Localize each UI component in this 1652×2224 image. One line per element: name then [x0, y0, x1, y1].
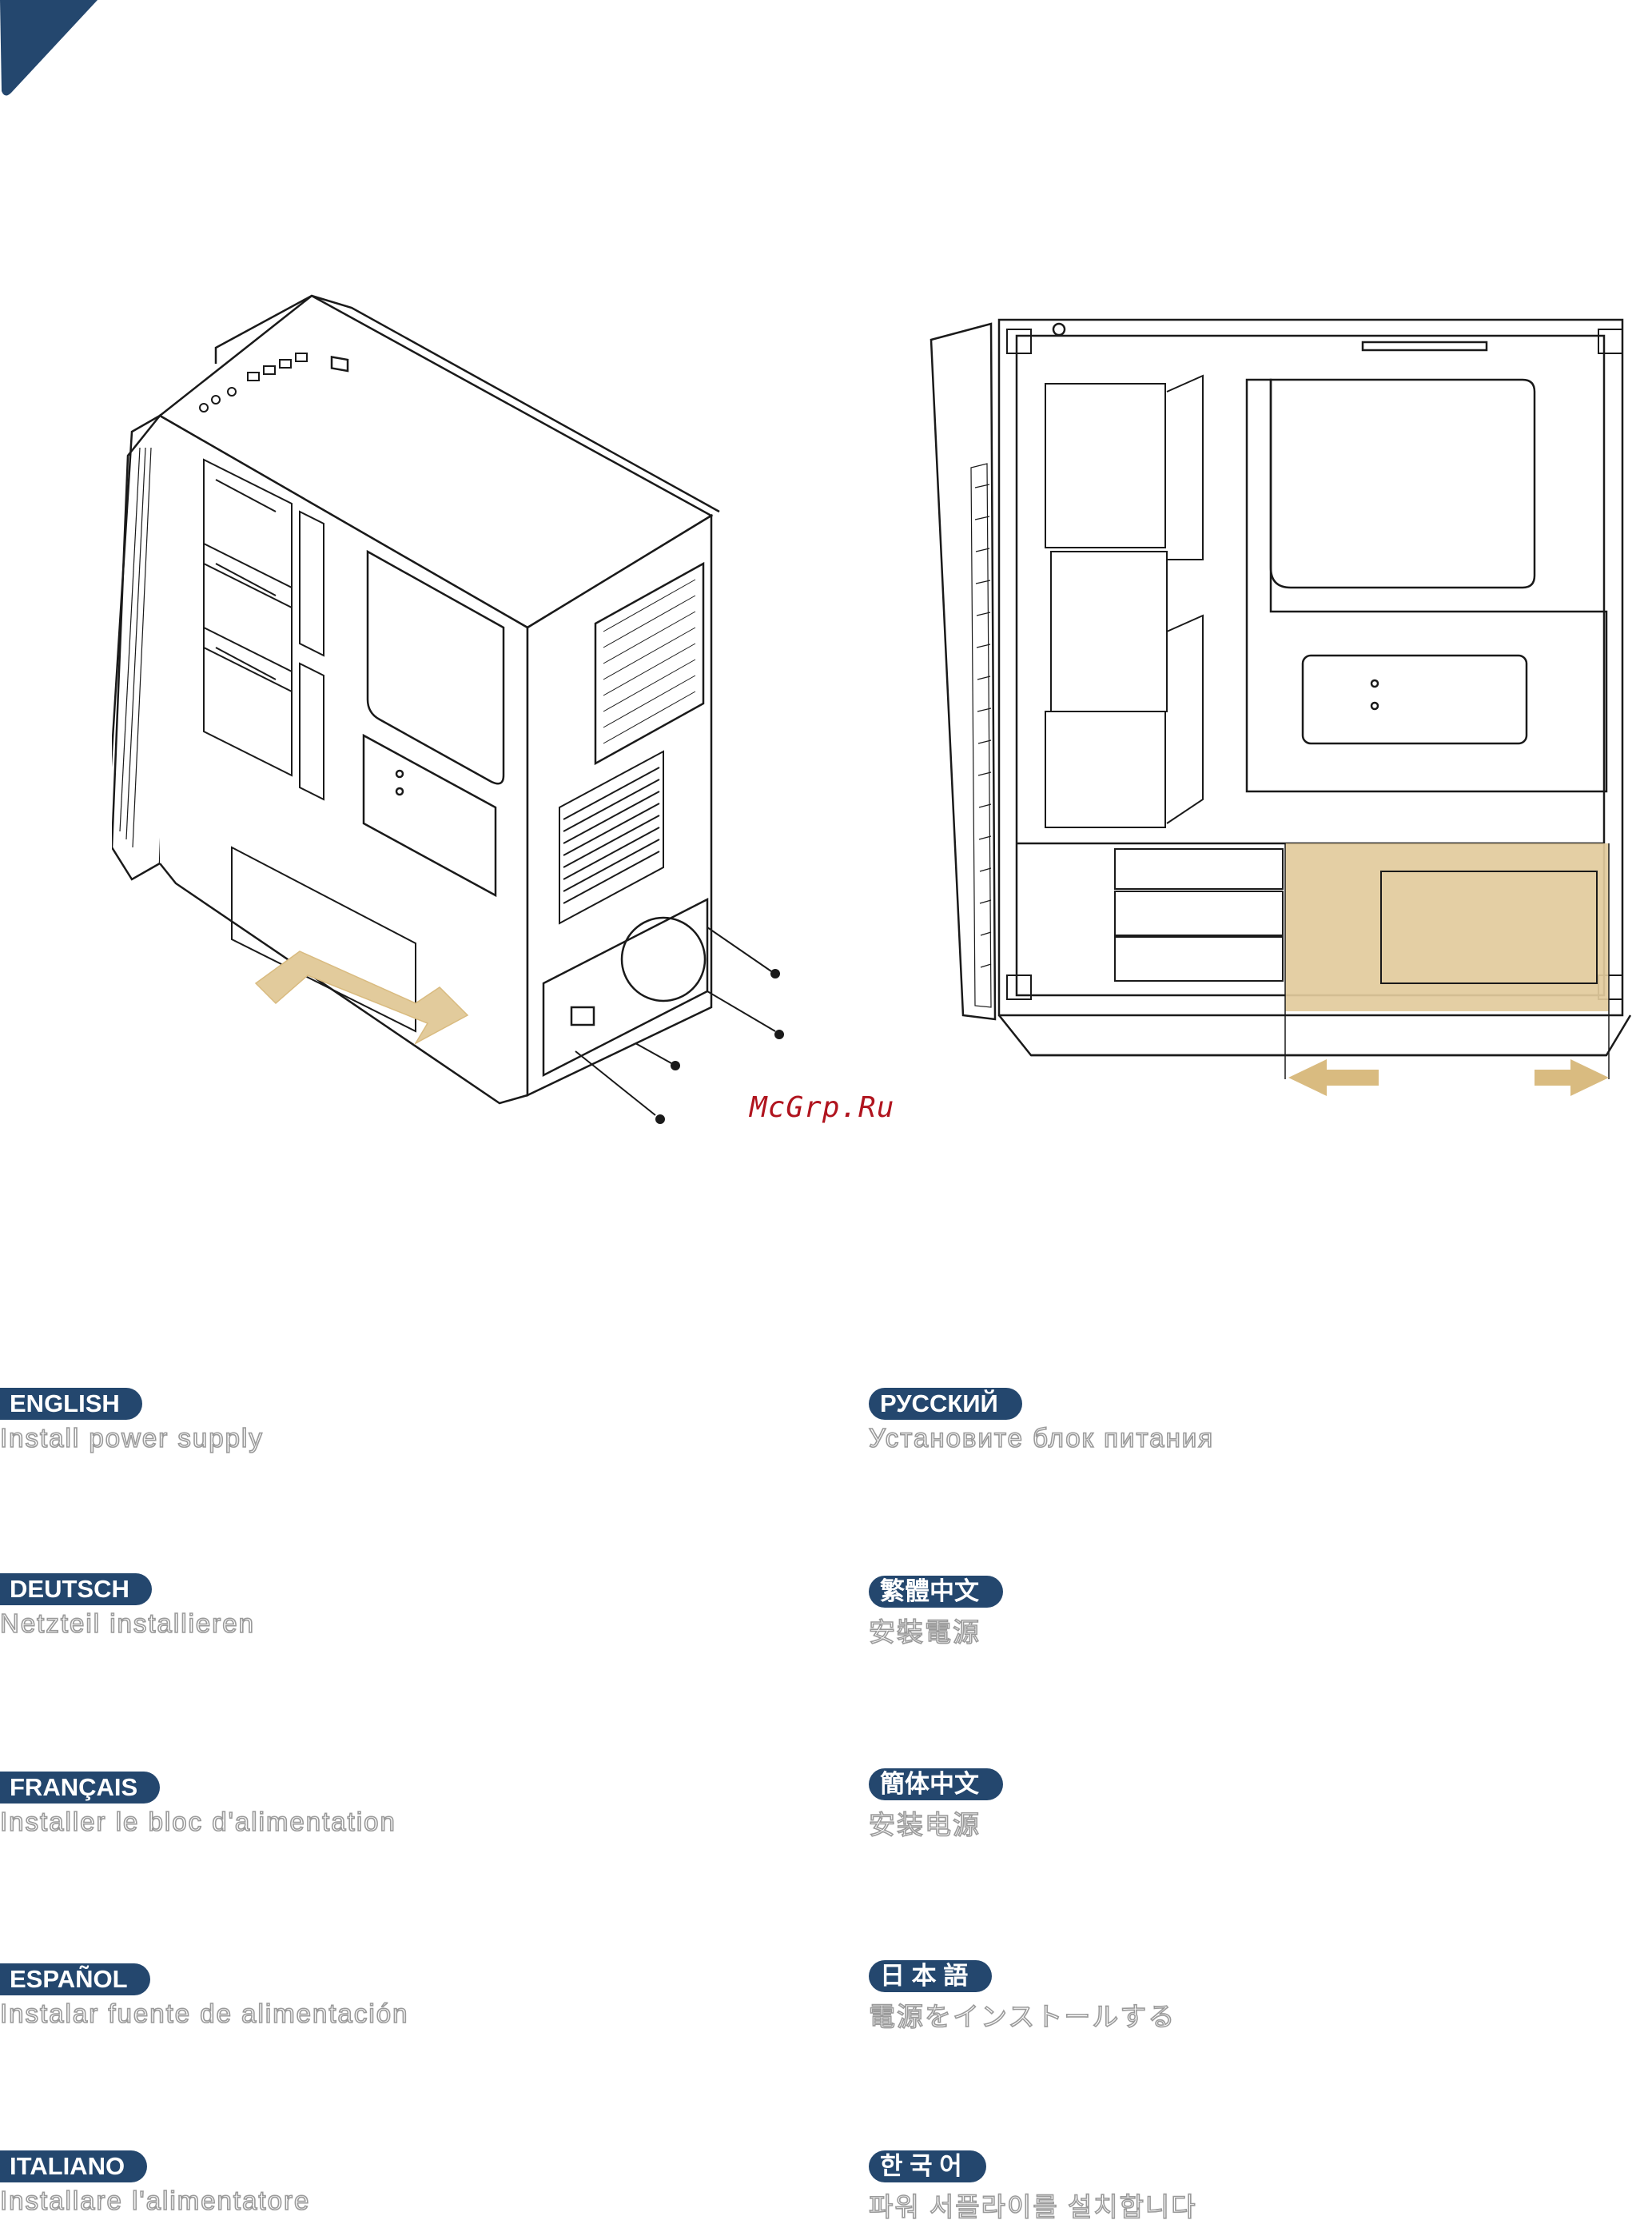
pc-case-isometric-psu-insert-icon: [112, 288, 799, 1135]
lang-badge-korean: 한 국 어: [869, 2150, 986, 2182]
corner-tab-icon: [0, 0, 98, 98]
lang-badge-espanol: ESPAÑOL: [0, 1963, 150, 1995]
instruction-japanese: 電源をインストールする: [869, 1995, 1588, 2034]
instruction-english: Install power supply: [0, 1423, 719, 1453]
lang-block-francais: FRANÇAIS Installer le bloc d'alimentatio…: [0, 1772, 719, 1837]
lang-badge-simplified-chinese: 簡体中文: [869, 1768, 1003, 1800]
lang-badge-italiano: ITALIANO: [0, 2150, 147, 2182]
instruction-espanol: Instalar fuente de alimentación: [0, 1999, 719, 2029]
lang-block-italiano: ITALIANO Installare l'alimentatore: [0, 2150, 719, 2216]
lang-block-japanese: 日 本 語 電源をインストールする: [869, 1960, 1588, 2034]
instruction-russian: Установите блок питания: [869, 1423, 1588, 1453]
lang-badge-russian: РУССКИЙ: [869, 1388, 1022, 1420]
instruction-traditional-chinese: 安裝電源: [869, 1611, 1588, 1649]
instruction-simplified-chinese: 安装电源: [869, 1804, 1588, 1842]
pc-case-side-view-psu-bay-icon: [927, 312, 1638, 1103]
lang-badge-japanese: 日 本 語: [869, 1960, 992, 1992]
instruction-korean: 파워 서플라이를 설치합니다: [869, 2186, 1588, 2224]
lang-badge-english: ENGLISH: [0, 1388, 142, 1420]
lang-block-english: ENGLISH Install power supply: [0, 1388, 719, 1453]
instruction-italiano: Installare l'alimentatore: [0, 2186, 719, 2216]
lang-block-simplified-chinese: 簡体中文 安装电源: [869, 1768, 1588, 1842]
lang-badge-francais: FRANÇAIS: [0, 1772, 160, 1804]
lang-block-korean: 한 국 어 파워 서플라이를 설치합니다: [869, 2150, 1588, 2224]
lang-badge-traditional-chinese: 繁體中文: [869, 1576, 1003, 1608]
lang-block-deutsch: DEUTSCH Netzteil installieren: [0, 1573, 719, 1639]
instruction-francais: Installer le bloc d'alimentation: [0, 1807, 719, 1837]
lang-block-russian: РУССКИЙ Установите блок питания: [869, 1388, 1588, 1453]
watermark: McGrp.Ru: [750, 1091, 894, 1124]
lang-block-traditional-chinese: 繁體中文 安裝電源: [869, 1576, 1588, 1649]
lang-badge-deutsch: DEUTSCH: [0, 1573, 152, 1605]
instruction-deutsch: Netzteil installieren: [0, 1608, 719, 1639]
lang-block-espanol: ESPAÑOL Instalar fuente de alimentación: [0, 1963, 719, 2029]
